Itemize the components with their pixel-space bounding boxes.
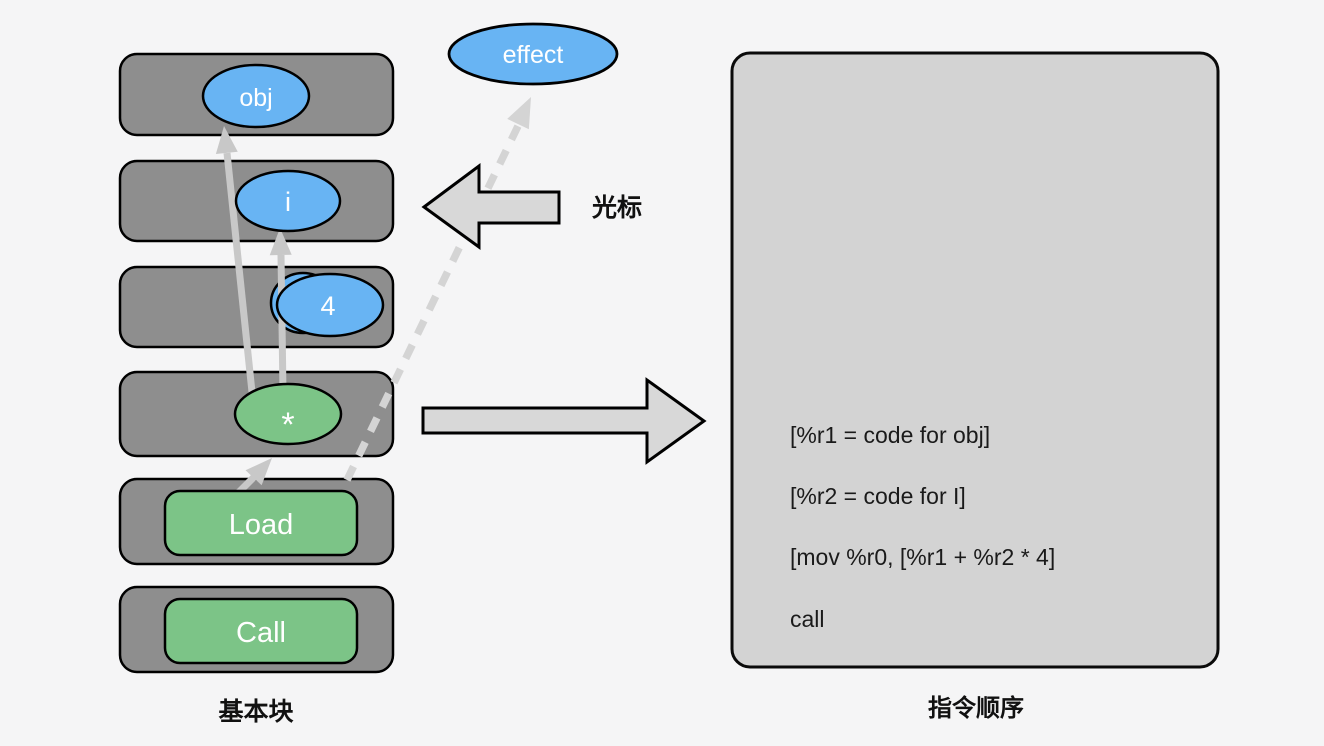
node-obj-label: obj bbox=[239, 84, 272, 112]
node-star-label: * bbox=[281, 406, 294, 444]
arrowhead-star bbox=[245, 458, 272, 486]
dashed-arrow-load-to-effect bbox=[343, 97, 531, 482]
arrowhead-obj bbox=[215, 126, 238, 155]
node-call-label: Call bbox=[236, 617, 286, 649]
basic-blocks-label: 基本块 bbox=[218, 698, 293, 726]
node-star bbox=[233, 382, 343, 446]
instruction-order-label: 指令顺序 bbox=[928, 694, 1024, 722]
cursor-label: 光标 bbox=[591, 194, 642, 222]
node-obj bbox=[201, 63, 311, 129]
node-call bbox=[163, 597, 359, 665]
basic-block-column bbox=[118, 52, 395, 674]
arrow-star-to-obj bbox=[223, 152, 256, 393]
node-effect bbox=[447, 22, 619, 86]
instruction-line-2: [%r2 = code for I] bbox=[790, 483, 966, 509]
instruction-line-1: [%r1 = code for obj] bbox=[790, 422, 990, 448]
dependency-arrows bbox=[215, 126, 292, 496]
node-4-label: 4 bbox=[320, 291, 335, 321]
value-nodes: obj i 4 * effect bbox=[201, 22, 619, 446]
node-load bbox=[163, 489, 359, 557]
instruction-line-3: [mov %r0, [%r1 + %r2 * 4] bbox=[790, 544, 1055, 570]
instruction-line-4: call bbox=[790, 606, 825, 632]
flow-arrow-right bbox=[421, 377, 707, 465]
node-i bbox=[234, 169, 342, 233]
instruction-panel-lines: [%r1 = code for obj] [%r2 = code for I] … bbox=[790, 422, 1055, 632]
node-4 bbox=[275, 272, 385, 338]
dashed-arrowhead-effect bbox=[507, 97, 531, 130]
arrow-star-to-i bbox=[277, 254, 287, 393]
cursor-arrow-left bbox=[421, 163, 561, 250]
instruction-panel bbox=[730, 51, 1220, 669]
dashed-line bbox=[343, 122, 523, 482]
node-load-label: Load bbox=[229, 509, 294, 541]
node-i-label: i bbox=[285, 187, 291, 217]
arrowhead-i bbox=[269, 228, 292, 256]
node-effect-label: effect bbox=[503, 41, 564, 69]
instruction-nodes: Load Call bbox=[163, 489, 359, 665]
